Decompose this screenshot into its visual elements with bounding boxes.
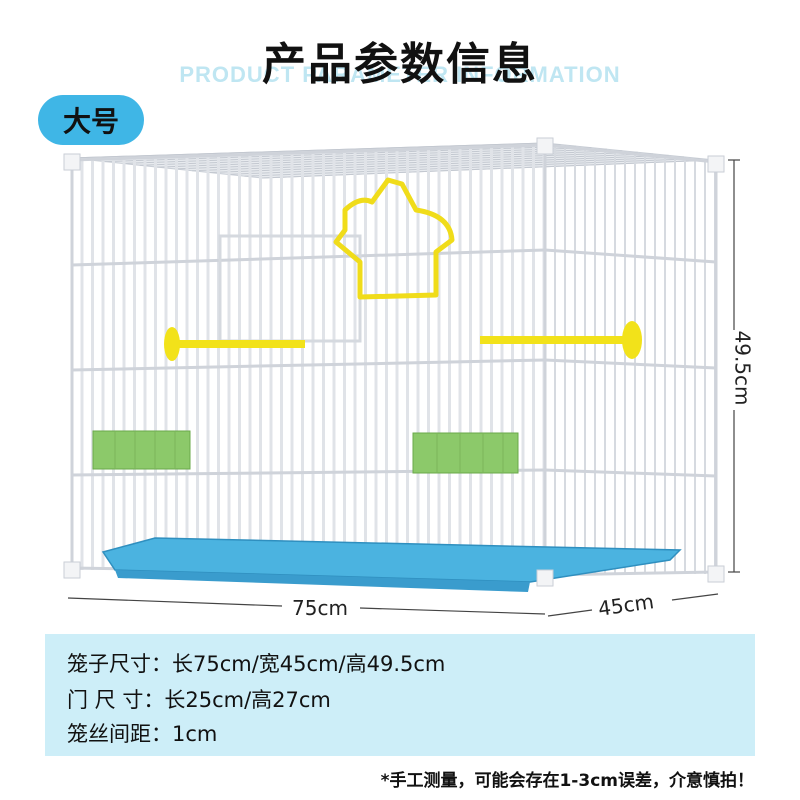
perch-left	[164, 327, 305, 361]
spec-value: 长75cm/宽45cm/高49.5cm	[172, 652, 446, 676]
feeder-left	[92, 430, 191, 470]
spec-row-door-size: 门 尺 寸：长25cm/高27cm	[67, 684, 331, 714]
feeder-right	[412, 432, 519, 474]
bird-swing	[333, 177, 455, 300]
page-title: 产品参数信息	[262, 39, 538, 90]
perch-right	[480, 321, 642, 359]
spec-label: 笼子尺寸：	[67, 652, 172, 676]
dimension-width-label: 75cm	[292, 596, 348, 620]
spec-panel: 笼子尺寸：长75cm/宽45cm/高49.5cm 门 尺 寸：长25cm/高27…	[45, 634, 755, 756]
size-badge-label: 大号	[62, 105, 119, 138]
spec-row-cage-size: 笼子尺寸：长75cm/宽45cm/高49.5cm	[67, 648, 445, 678]
page-subtitle: PRODUCT PARAMETER INFORMATION	[179, 62, 621, 87]
spec-label: 门 尺 寸：	[67, 688, 165, 712]
spec-row-wire-spacing: 笼丝间距：1cm	[67, 718, 217, 748]
spec-value: 长25cm/高27cm	[164, 688, 331, 712]
cage-side-bars	[554, 145, 716, 574]
measurement-note: *手工测量，可能会存在1-3cm误差，介意慎拍！	[380, 771, 754, 791]
dimension-lines	[67, 159, 740, 617]
cage-rails	[70, 143, 718, 578]
spec-label: 笼丝间距：	[67, 722, 172, 746]
cage-corners	[63, 137, 725, 587]
size-badge: 大号	[38, 95, 144, 145]
cage-front-bars	[80, 145, 546, 570]
cage-tray	[101, 537, 682, 592]
dimension-height-label: 49.5cm	[730, 330, 755, 406]
spec-value: 1cm	[172, 722, 218, 746]
